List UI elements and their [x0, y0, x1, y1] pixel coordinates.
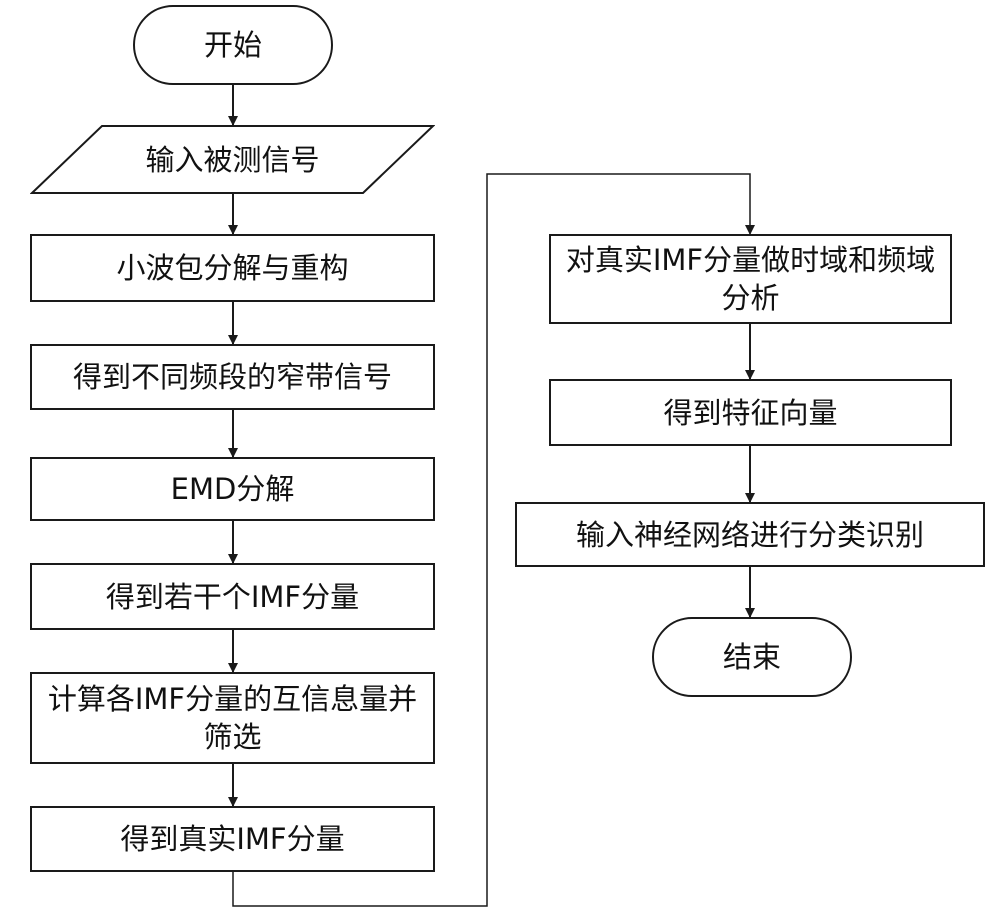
start-label: 开始 [204, 26, 262, 64]
wavelet-process: 小波包分解与重构 [30, 234, 435, 302]
real-imf-label: 得到真实IMF分量 [120, 820, 344, 858]
neural-net-process: 输入神经网络进行分类识别 [515, 502, 985, 567]
end-label: 结束 [723, 638, 781, 676]
real-imf-process: 得到真实IMF分量 [30, 806, 435, 872]
mutual-info-label: 计算各IMF分量的互信息量并筛选 [40, 680, 425, 756]
start-terminal: 开始 [133, 5, 333, 85]
feature-vector-label: 得到特征向量 [663, 394, 837, 432]
input-signal-parallelogram: 输入被测信号 [30, 125, 435, 194]
emd-process: EMD分解 [30, 457, 435, 521]
feature-vector-process: 得到特征向量 [549, 379, 952, 446]
mutual-info-process: 计算各IMF分量的互信息量并筛选 [30, 672, 435, 764]
end-terminal: 结束 [652, 617, 852, 697]
time-freq-process: 对真实IMF分量做时域和频域分析 [549, 234, 952, 324]
narrowband-process: 得到不同频段的窄带信号 [30, 344, 435, 410]
narrowband-label: 得到不同频段的窄带信号 [73, 358, 392, 396]
imf-components-label: 得到若干个IMF分量 [106, 578, 359, 616]
input-signal-label: 输入被测信号 [145, 141, 319, 179]
emd-label: EMD分解 [171, 470, 295, 508]
time-freq-label: 对真实IMF分量做时域和频域分析 [559, 241, 942, 317]
wavelet-label: 小波包分解与重构 [116, 249, 348, 287]
imf-components-process: 得到若干个IMF分量 [30, 563, 435, 630]
neural-net-label: 输入神经网络进行分类识别 [576, 516, 924, 554]
